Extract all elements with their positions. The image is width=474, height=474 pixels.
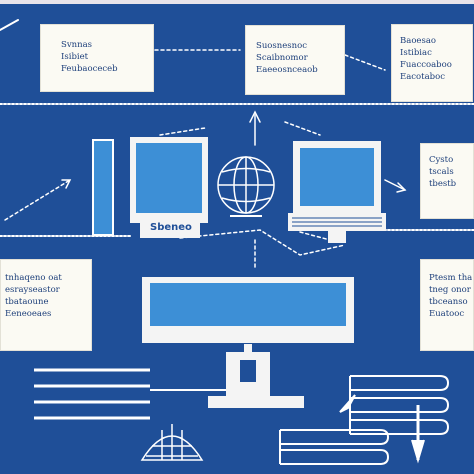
info-box-mid-right: Cysto tscals tbestb: [420, 143, 474, 219]
info-box-lower-left: tnhaqeno oat esrayseastor tbataoune Eene…: [0, 259, 92, 351]
box-line: esrayseastor: [5, 285, 60, 295]
connector-top-edge: [0, 19, 19, 31]
box-line: Ptesm tha: [429, 273, 473, 283]
box-line: Isibiet: [61, 52, 89, 62]
arrow-to-right-box: [384, 179, 406, 191]
box-line: Feubaoceceb: [61, 64, 118, 74]
box-line: Suosnesnoc: [256, 41, 307, 51]
box-line: Istibiac: [400, 48, 432, 58]
connector-top-center-right: [344, 54, 386, 71]
rack-icon: [279, 375, 450, 465]
box-line: Scaibnomor: [256, 53, 308, 63]
box-line: Eaeeosnceaob: [256, 65, 318, 75]
network-path: [179, 229, 346, 256]
arrow-monitor-link: [284, 121, 321, 136]
network-branch: [299, 231, 331, 241]
info-box-top-right: Baoesao Istibiac Fuaccoaboo Eacotaboc: [391, 24, 473, 102]
info-box-top-center: Suosnesnoc Scaibnomor Eaeeosnceaob: [245, 25, 345, 95]
box-line: Fuaccoaboo: [400, 60, 452, 70]
box-line: Svnnas: [61, 40, 93, 50]
computer-caption: Sbeneo: [146, 222, 196, 233]
desktop-computer-icon: [92, 137, 208, 238]
box-line: Eeneoeaes: [5, 309, 52, 319]
info-box-top-left: Svnnas Isibiet Feubaoceceb: [40, 24, 154, 92]
box-line: Euatooc: [429, 309, 465, 319]
box-line: tneg onor: [429, 285, 471, 295]
parallel-rails: [34, 368, 226, 420]
large-monitor-icon: [142, 277, 354, 408]
arrow-icon: [249, 110, 261, 123]
box-line: tbestb: [429, 179, 457, 189]
dome-icon: [140, 424, 204, 461]
box-line: tscals: [429, 167, 454, 177]
box-line: Eacotaboc: [400, 72, 445, 82]
monitor-icon: [288, 141, 386, 243]
box-line: tbceanso: [429, 297, 468, 307]
box-line: Cysto: [429, 155, 454, 165]
box-line: tnhaqeno oat: [5, 273, 62, 283]
info-box-lower-right: Ptesm tha tneg onor tbceanso Euatooc: [420, 259, 474, 351]
top-border: [0, 0, 474, 4]
arrow-to-globe: [159, 127, 206, 136]
arrow-diagonal-left: [4, 179, 71, 221]
box-line: tbataoune: [5, 297, 49, 307]
arrow-icon: [61, 179, 72, 189]
arrow-icon: [396, 182, 407, 193]
box-line: Baoesao: [400, 36, 437, 46]
globe-icon: [217, 156, 275, 217]
